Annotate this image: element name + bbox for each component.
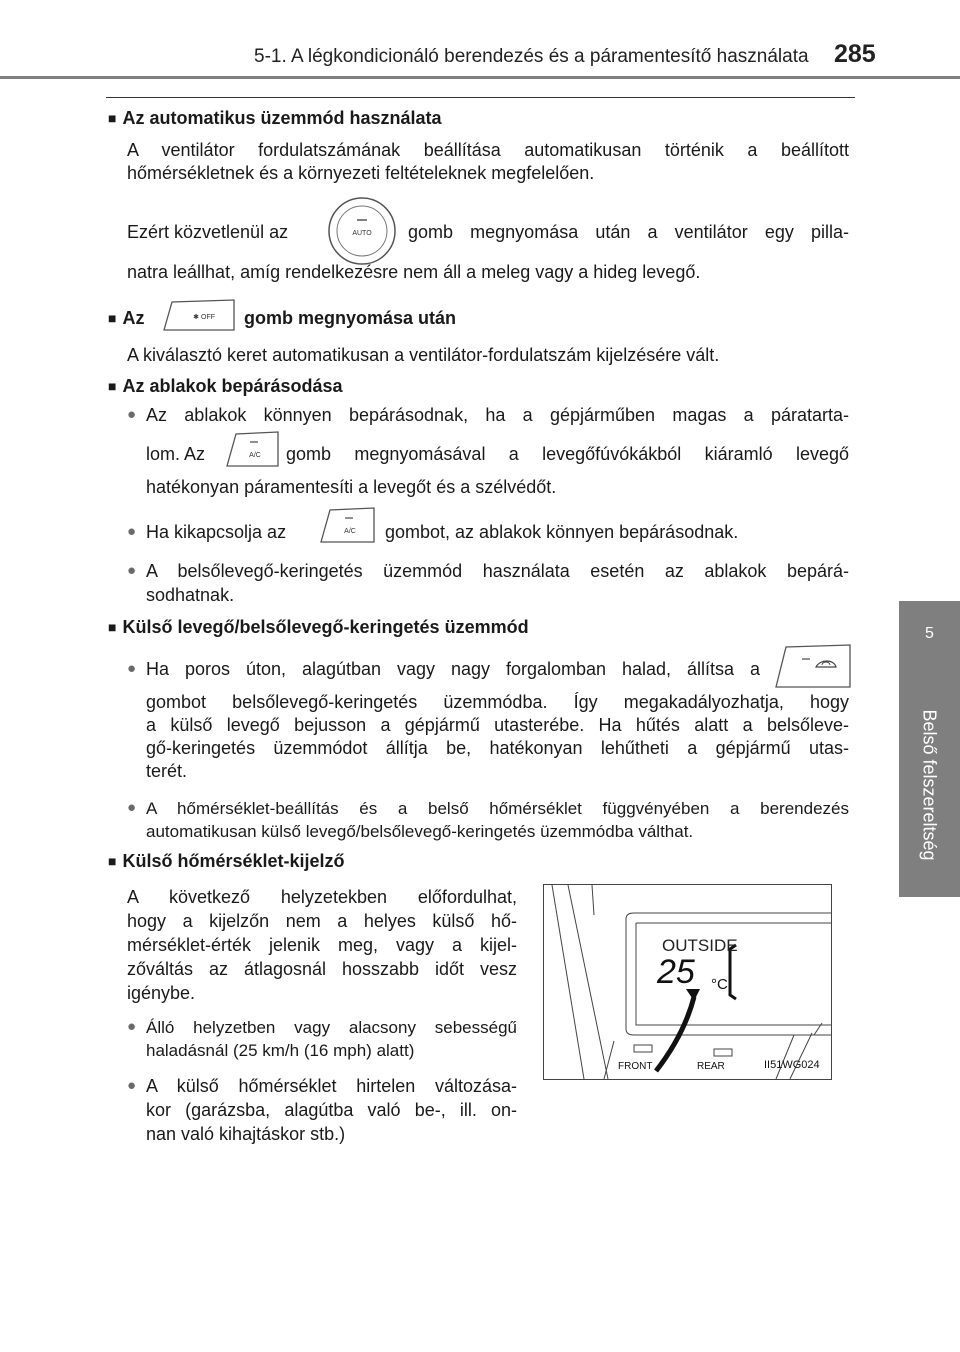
outside-temp-display-figure: OUTSIDE 25 °C FRONT REAR II51WG024 — [543, 884, 832, 1080]
auto-text-line4: natra leállhat, amíg rendelkezésre nem á… — [127, 262, 701, 282]
figure-code: II51WG024 — [764, 1059, 820, 1071]
figure-drawing — [551, 885, 831, 1079]
fogging-b3-line2: sodhatnak. — [146, 585, 235, 605]
page-header-title: 5-1. A légkondicionáló berendezés és a p… — [254, 46, 809, 67]
fogging-b2-before-icon: Ha kikapcsolja az — [146, 522, 287, 542]
chapter-side-tab: 5 Belső felszereltség — [899, 601, 960, 897]
square-marker: ■ — [108, 110, 117, 126]
heading-off-button-suffix: gomb megnyomása után — [244, 308, 457, 328]
bullet-marker: ● — [127, 1018, 137, 1035]
chapter-number: 5 — [925, 625, 934, 642]
svg-text:OFF: OFF — [201, 314, 215, 321]
auto-button-icon: AUTO — [328, 197, 396, 265]
recirc-b1-line1: Ha poros úton, alagútban vagy nagy forga… — [146, 659, 760, 679]
outside-intro-line4: zőváltás az átlagosnál hosszabb időt ves… — [127, 959, 517, 979]
heading-recirculation: ■Külső levegő/belsőlevegő-keringetés üze… — [108, 617, 529, 637]
bullet-marker: ● — [127, 660, 137, 677]
chapter-label: Belső felszereltség — [919, 709, 940, 861]
ac-button-icon: A/C — [320, 507, 375, 543]
bullet-marker: ● — [127, 799, 137, 816]
bullet-marker: ● — [127, 406, 137, 423]
recirc-b2-line2: automatikusan külső levegő/belsőlevegő-k… — [146, 822, 694, 841]
heading-off-button: ■Az — [108, 308, 145, 328]
svg-text:A/C: A/C — [249, 452, 261, 459]
outside-b2-line1: A külső hőmérséklet hirtelen változása- — [146, 1076, 517, 1096]
outside-intro-line3: mérséklet-érték jelenik meg, vagy a kije… — [127, 935, 517, 955]
svg-text:A/C: A/C — [344, 528, 356, 535]
header-rule — [0, 76, 960, 79]
outside-b2-line3: nan való kihajtáskor stb.) — [146, 1124, 346, 1144]
auto-text-line1: A ventilátor fordulatszámának beállítása… — [127, 140, 849, 160]
off-button-icon: OFF ✱ — [163, 299, 235, 331]
recirc-b1-line2: gombot belsőlevegő-keringetés üzemmódba.… — [146, 692, 849, 712]
figure-unit: °C — [711, 976, 728, 993]
figure-front-button-label: FRONT — [618, 1061, 653, 1072]
outside-intro-line1: A következő helyzetekben előfordulhat, — [127, 887, 517, 907]
figure-outside-label: OUTSIDE — [662, 936, 738, 955]
heading-auto-mode: ■Az automatikus üzemmód használata — [108, 108, 442, 128]
fogging-b2-after-icon: gombot, az ablakok könnyen bepárásodnak. — [385, 522, 739, 542]
bullet-marker: ● — [127, 562, 137, 579]
auto-text-after-icon: gomb megnyomása után a ventilátor egy pi… — [408, 222, 849, 242]
outside-intro-line5: igénybe. — [127, 983, 196, 1003]
fogging-b1-line1: Az ablakok könnyen bepárásodnak, ha a gé… — [146, 405, 849, 425]
figure-rear-button-label: REAR — [697, 1061, 725, 1072]
recirc-b1-line5: terét. — [146, 761, 188, 781]
fogging-b3-line1: A belsőlevegő-keringetés üzemmód használ… — [146, 561, 849, 581]
ac-button-icon: A/C — [226, 431, 279, 467]
outside-b1-line2: haladásnál (25 km/h (16 mph) alatt) — [146, 1041, 415, 1060]
fogging-b1-before-icon: lom. Az — [146, 444, 206, 464]
page-number: 285 — [834, 40, 876, 68]
recirc-b1-line3: a külső levegő bejusson a gépjármű utast… — [146, 715, 849, 735]
fogging-b1-after-icon: gomb megnyomásával a levegőfúvókákból ki… — [286, 444, 849, 464]
auto-text-line2: hőmérsékletnek és a környezeti feltétele… — [127, 163, 595, 183]
off-button-text: A kiválasztó keret automatikusan a venti… — [127, 345, 720, 365]
bullet-marker: ● — [127, 523, 137, 540]
section-rule — [106, 97, 855, 98]
fogging-b1-line3: hatékonyan páramentesíti a levegőt és a … — [146, 477, 557, 497]
heading-outside-temp: ■Külső hőmérséklet-kijelző — [108, 851, 345, 871]
bullet-marker: ● — [127, 1077, 137, 1094]
heading-fogging: ■Az ablakok bepárásodása — [108, 376, 343, 396]
outside-b1-line1: Álló helyzetben vagy alacsony sebességű — [146, 1018, 517, 1037]
outside-b2-line2: kor (garázsba, alagútba való be-, ill. o… — [146, 1100, 517, 1120]
auto-text-before-icon: Ezért közvetlenül az — [127, 222, 289, 242]
recirculation-button-icon — [775, 644, 851, 688]
recirc-b2-line1: A hőmérséklet-beállítás és a belső hőmér… — [146, 799, 849, 818]
figure-temperature: 25 — [657, 953, 695, 991]
outside-intro-line2: hogy a kijelzőn nem a helyes külső hő- — [127, 911, 517, 931]
svg-text:AUTO: AUTO — [352, 230, 372, 237]
svg-text:✱: ✱ — [193, 313, 199, 321]
recirc-b1-line4: gő-keringetés üzemmódot állítja be, haté… — [146, 738, 849, 758]
